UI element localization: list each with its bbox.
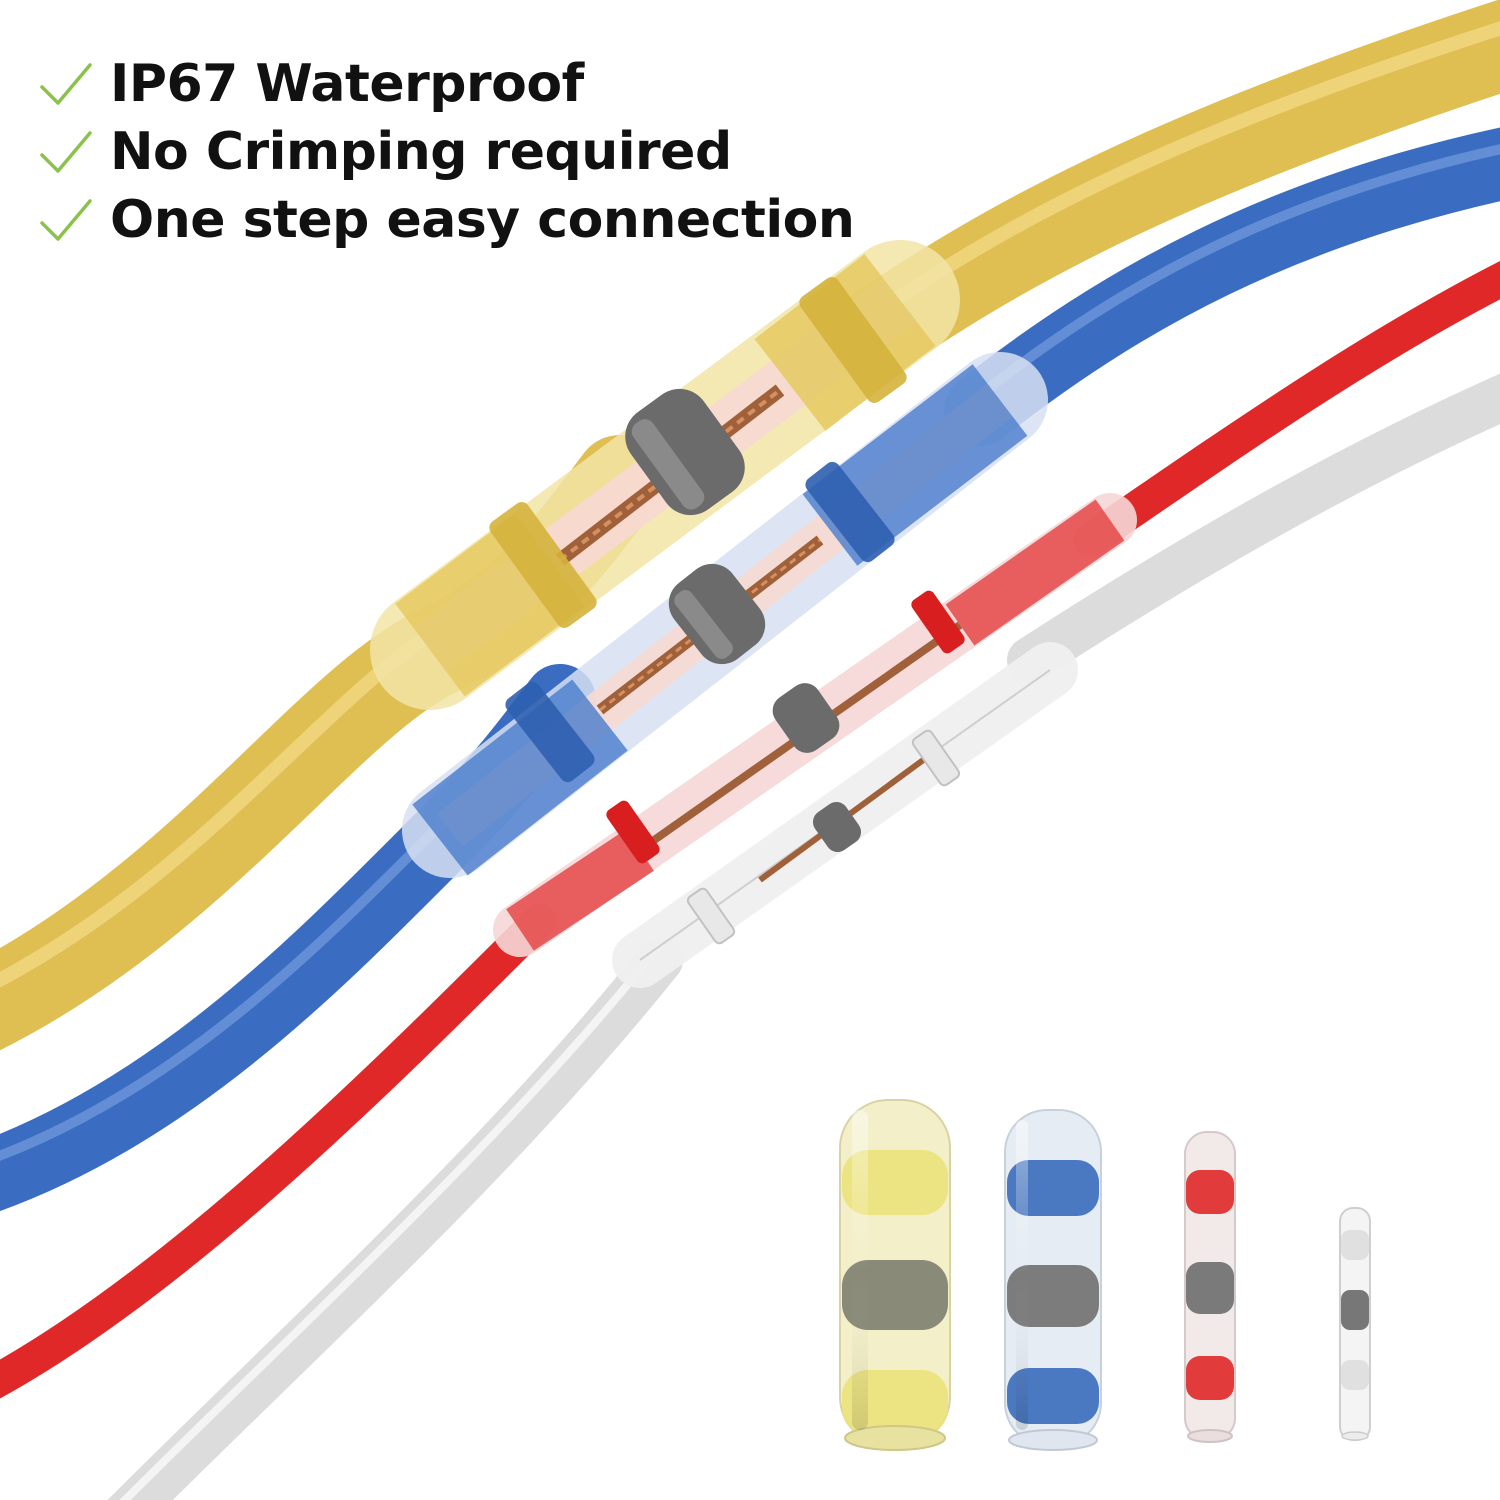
red-splice bbox=[493, 493, 1137, 957]
feature-label: IP67 Waterproof bbox=[110, 54, 584, 114]
feature-item: No Crimping required bbox=[36, 118, 854, 186]
feature-list: IP67 Waterproof No Crimping required One… bbox=[36, 50, 855, 254]
checkmark-icon bbox=[40, 199, 92, 241]
feature-label: One step easy connection bbox=[110, 190, 855, 250]
checkmark-icon bbox=[40, 63, 92, 105]
blue-wire bbox=[0, 127, 1500, 1211]
blue-splice bbox=[402, 352, 1048, 878]
red-connector bbox=[1184, 1131, 1236, 1443]
clear-connector bbox=[1339, 1207, 1371, 1441]
white-splice bbox=[612, 642, 1078, 988]
checkmark-icon bbox=[40, 131, 92, 173]
feature-item: One step easy connection bbox=[36, 186, 855, 254]
white-wire bbox=[107, 373, 1500, 1500]
yellow-splice bbox=[370, 240, 960, 710]
red-wire bbox=[0, 261, 1500, 1399]
blue-connector bbox=[1004, 1109, 1102, 1451]
yellow-connector bbox=[839, 1099, 951, 1451]
feature-label: No Crimping required bbox=[110, 122, 732, 182]
feature-item: IP67 Waterproof bbox=[36, 50, 854, 118]
